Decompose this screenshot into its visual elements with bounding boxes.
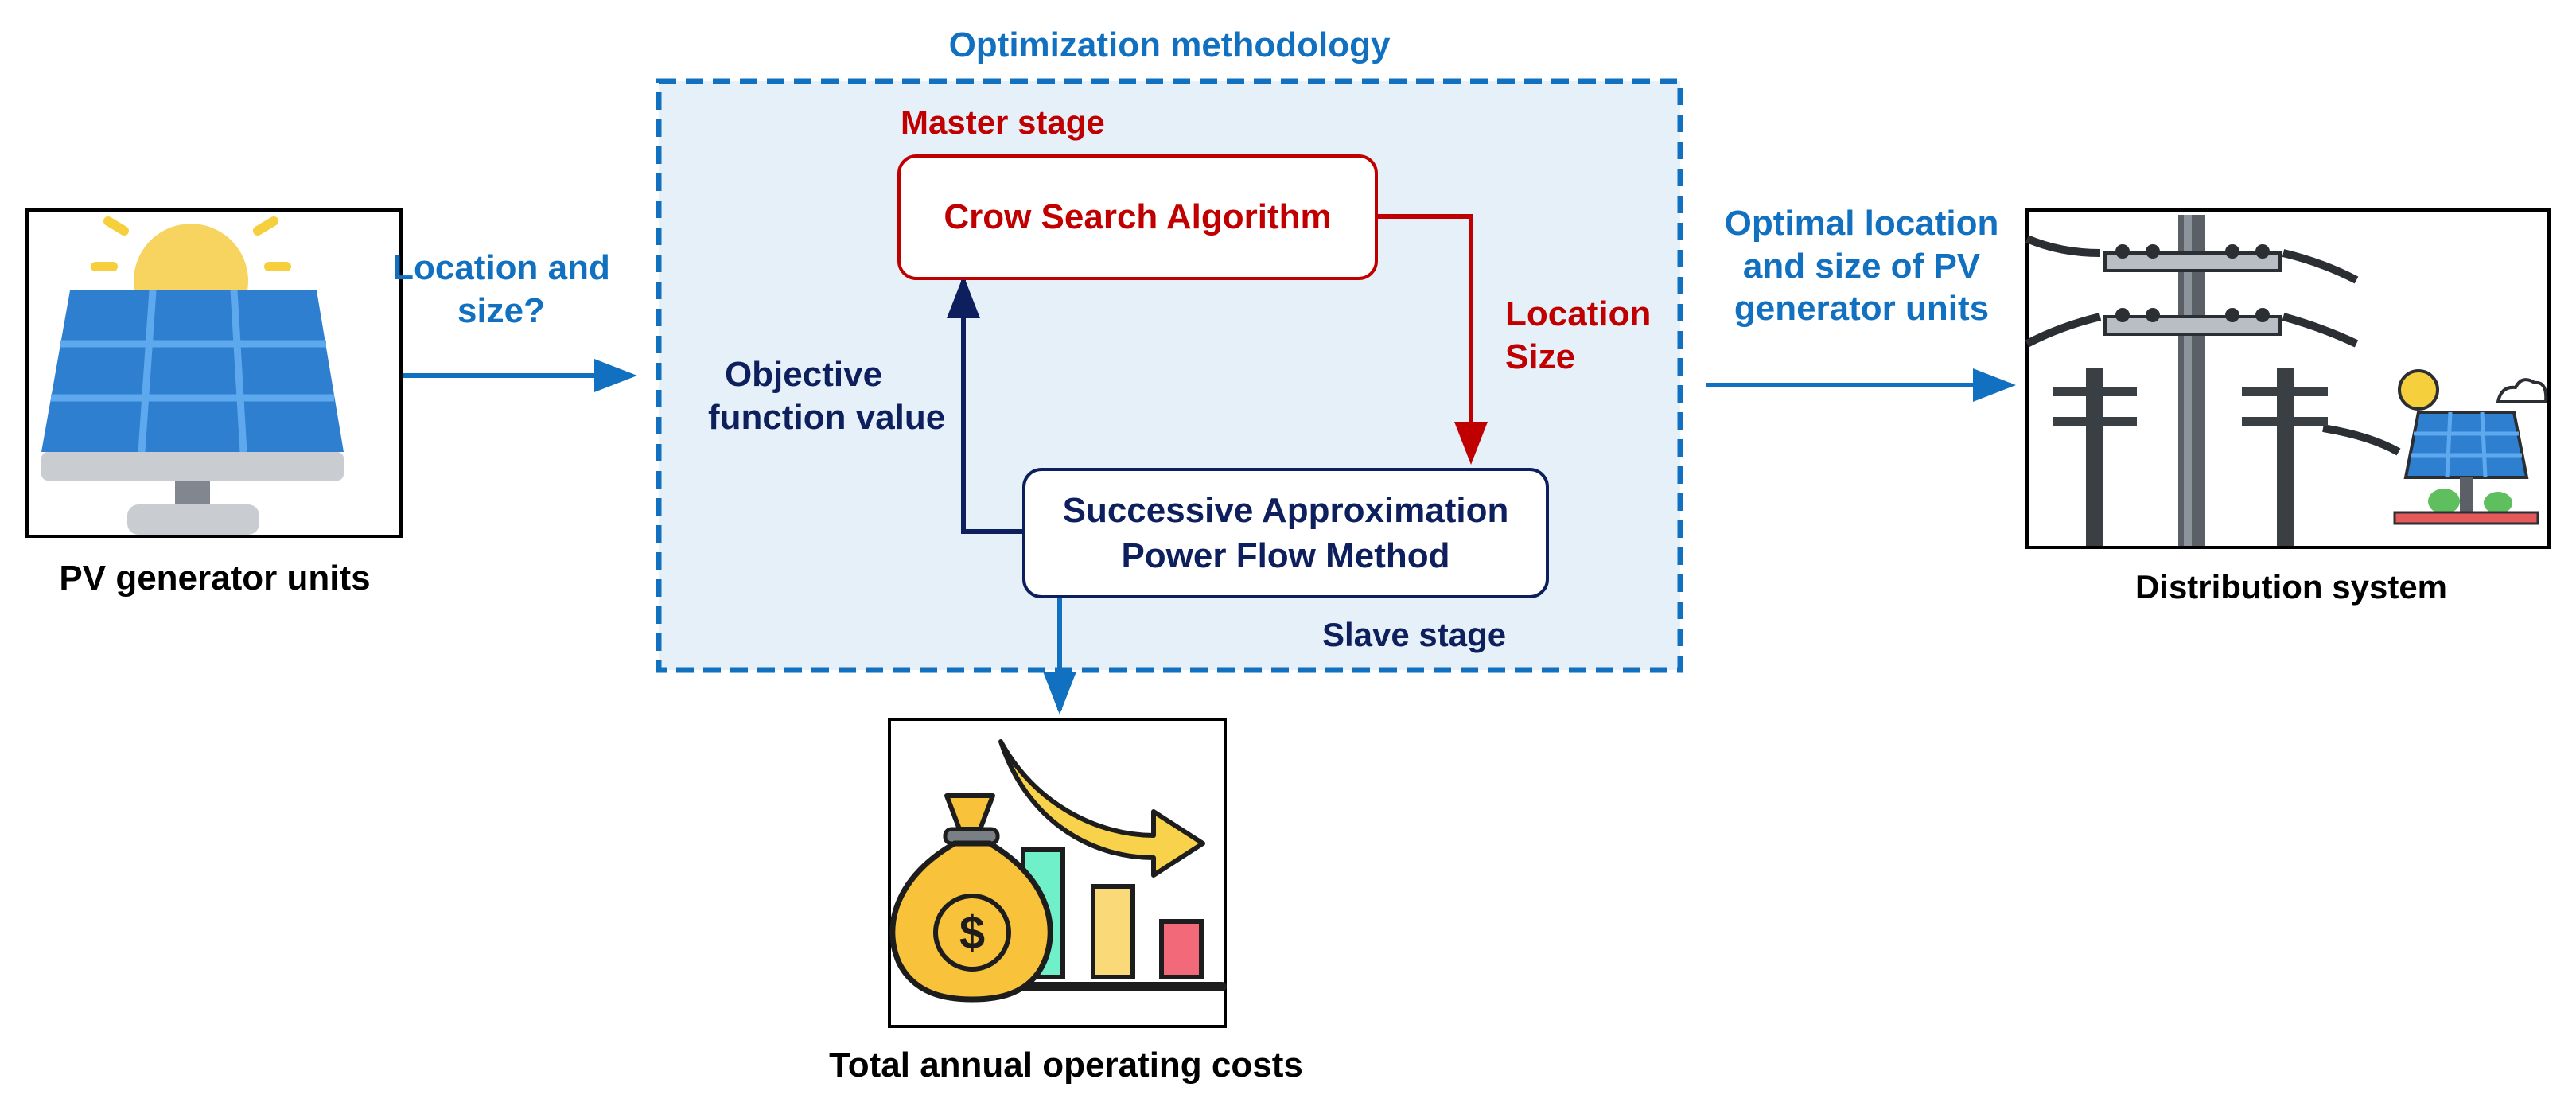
crow-search-label: Crow Search Algorithm bbox=[944, 197, 1332, 237]
forward-arrow bbox=[1378, 214, 1488, 465]
svg-text:$: $ bbox=[959, 907, 985, 959]
feedback-label-line2: function value bbox=[708, 397, 946, 437]
output-label-line1: Optimal location bbox=[1724, 204, 1999, 243]
input-question-line2: size? bbox=[457, 290, 546, 330]
diagram-title: Optimization methodology bbox=[948, 25, 1391, 64]
slave-stage-label: Slave stage bbox=[1322, 616, 1507, 653]
distribution-caption: Distribution system bbox=[2134, 568, 2448, 606]
output-label-line2: and size of PV bbox=[1742, 246, 1981, 286]
input-question-label: Location and size? bbox=[366, 247, 636, 332]
feedback-label: Objective function value bbox=[708, 353, 946, 438]
feedback-label-line1: Objective bbox=[724, 355, 883, 394]
output-label: Optimal location and size of PV generato… bbox=[1695, 202, 2029, 330]
solar-panel-icon bbox=[25, 208, 403, 538]
feedback-arrow bbox=[947, 275, 1022, 534]
falling-costs-icon: $ bbox=[888, 718, 1227, 1028]
power-flow-line1: Successive Approximation bbox=[1062, 490, 1509, 530]
power-flow-line2: Power Flow Method bbox=[1121, 536, 1450, 575]
power-lines-icon bbox=[2025, 208, 2551, 549]
forward-label: Location Size bbox=[1505, 293, 1651, 378]
costs-caption: Total annual operating costs bbox=[829, 1046, 1303, 1085]
crow-search-box: Crow Search Algorithm bbox=[897, 154, 1378, 280]
master-stage-label: Master stage bbox=[901, 103, 1105, 141]
forward-label-line2: Size bbox=[1505, 337, 1576, 376]
input-question-line1: Location and bbox=[392, 248, 610, 287]
power-flow-box: Successive Approximation Power Flow Meth… bbox=[1022, 468, 1549, 598]
forward-label-line1: Location bbox=[1505, 294, 1652, 333]
pv-units-caption: PV generator units bbox=[59, 559, 371, 598]
output-label-line3: generator units bbox=[1734, 289, 1990, 329]
